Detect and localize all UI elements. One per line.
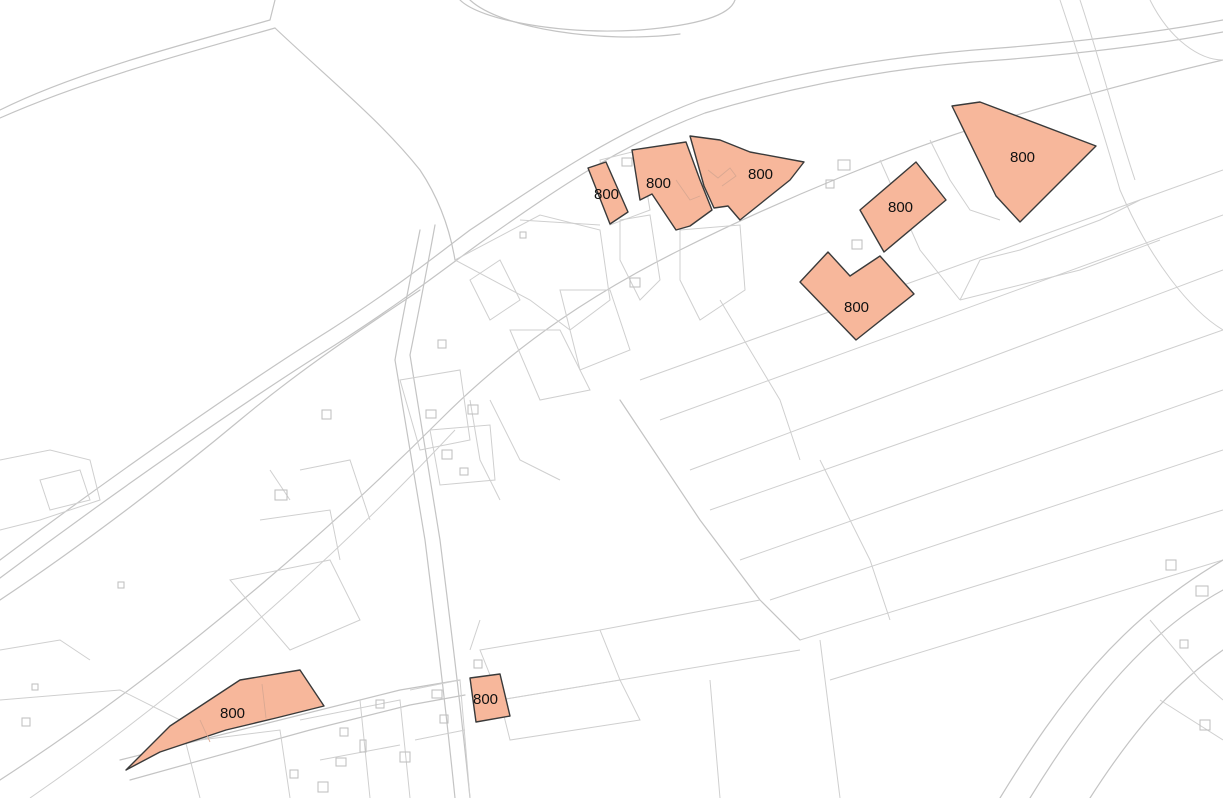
parcel-p6-label: 800: [844, 299, 869, 316]
parcel-p5[interactable]: 800: [859, 161, 947, 253]
parcel-p7[interactable]: 800: [125, 669, 325, 771]
parcel-p1[interactable]: 800: [587, 161, 629, 225]
parcel-p2[interactable]: 800: [631, 141, 713, 231]
parcel-p4[interactable]: 800: [951, 101, 1097, 223]
parcel-p3[interactable]: 800: [689, 135, 805, 221]
parcel-p7-shape[interactable]: [125, 669, 325, 771]
parcel-p3-label: 800: [748, 166, 773, 183]
parcel-p1-shape[interactable]: [587, 161, 629, 225]
parcel-p8-shape[interactable]: [469, 673, 511, 723]
parcel-p5-shape[interactable]: [859, 161, 947, 253]
parcel-p6[interactable]: 800: [799, 251, 915, 341]
building-outlines: [21, 157, 1211, 793]
parcel-p6-shape[interactable]: [799, 251, 915, 341]
parcel-p5-label: 800: [888, 199, 913, 216]
parcel-p8-label: 800: [473, 691, 498, 708]
parcel-p4-shape[interactable]: [951, 101, 1097, 223]
parcel-p1-label: 800: [594, 186, 619, 203]
parcel-p4-label: 800: [1010, 149, 1035, 166]
parcel-p2-shape[interactable]: [631, 141, 713, 231]
parcel-p2-label: 800: [646, 175, 671, 192]
parcel-p3-shape[interactable]: [689, 135, 805, 221]
parcel-p8[interactable]: 800: [469, 673, 511, 723]
parcel-p7-label: 800: [220, 705, 245, 722]
highlighted-parcels: 800 800 800 800 800 800: [125, 101, 1097, 771]
